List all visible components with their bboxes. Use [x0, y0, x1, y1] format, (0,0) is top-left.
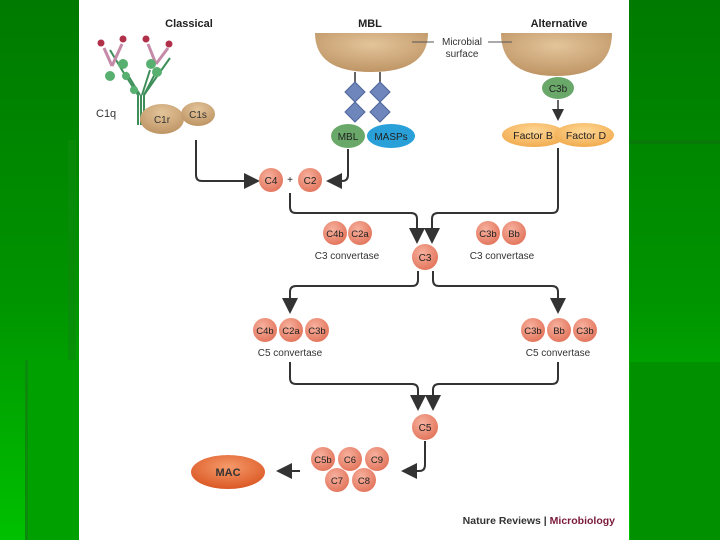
surface-label: surface [446, 49, 479, 60]
c5-node [412, 414, 438, 440]
c5-label: C5 [419, 423, 432, 434]
c5-conv-right-c3b-2: C3b [576, 326, 593, 337]
c1r-node [140, 104, 184, 134]
arrow-c3-c5conv-left [282, 271, 419, 314]
c1r-label: C1r [154, 115, 171, 126]
c7-label: C7 [331, 476, 343, 487]
c4-node [259, 168, 283, 192]
c5-convertase-left [253, 318, 329, 342]
c3-convertase-left-label: C3 convertase [315, 251, 380, 262]
c2-label: C2 [304, 176, 317, 187]
c3-convertase-right-label: C3 convertase [470, 251, 535, 262]
arrow-c5-mac-complex [401, 441, 426, 479]
masps-node [367, 124, 415, 148]
mac-complex [311, 447, 389, 492]
microbial-label: Microbial [442, 37, 482, 48]
credit-section: Microbiology [550, 515, 615, 527]
antibody-icon [102, 43, 170, 67]
mac-label: MAC [215, 467, 240, 479]
mbl-label: MBL [338, 132, 359, 143]
c5-conv-left-c4b: C4b [256, 326, 273, 337]
c3-node [412, 244, 438, 270]
background-block-left [25, 360, 80, 540]
c3-conv-right-c3b: C3b [479, 229, 496, 240]
c6-label: C6 [344, 455, 356, 466]
c8-label: C8 [358, 476, 370, 487]
credit-journal: Nature Reviews [463, 515, 541, 527]
c3-label: C3 [419, 253, 432, 264]
heading-mbl: MBL [358, 18, 382, 30]
c3-convertase-left-part [323, 221, 347, 245]
c3-conv-right-bb: Bb [508, 229, 520, 240]
c5-conv-left-c2a: C2a [282, 326, 300, 337]
c5-conv-right-c3b: C3b [524, 326, 541, 337]
factor-d-label: Factor D [566, 130, 607, 142]
c1q-heads [105, 59, 162, 94]
c5-convertase-right [521, 318, 597, 342]
c3b-node [542, 77, 574, 99]
arrow-mbl-c2 [326, 149, 349, 189]
arrow-c5conv-right-c5 [425, 362, 559, 411]
background-block-right [630, 362, 720, 540]
credit-line: Nature Reviews | Microbiology [463, 515, 615, 527]
plus-label: + [287, 175, 293, 186]
c3-convertase-left-part [348, 221, 372, 245]
masps-label: MASPs [374, 132, 407, 143]
c5-conv-left-c3b: C3b [308, 326, 325, 337]
antigen-dots [97, 35, 173, 48]
microbial-surface-mbl [315, 33, 428, 72]
c1s-node [181, 102, 215, 126]
c3-conv-left-c4b: C4b [326, 229, 343, 240]
factor-d-node [554, 123, 614, 147]
c1s-label: C1s [189, 110, 207, 121]
heading-alternative: Alternative [531, 18, 588, 30]
background-stripe-left [68, 140, 76, 540]
c3-convertase-right-part [476, 221, 500, 245]
mbl-node [331, 124, 365, 148]
c2-node [298, 168, 322, 192]
c5-convertase-left-label: C5 convertase [258, 348, 323, 359]
factor-b-node [502, 123, 566, 147]
heading-classical: Classical [165, 18, 213, 30]
c9-label: C9 [371, 455, 383, 466]
mbl-diamonds-icon [344, 81, 391, 123]
c1q-label: C1q [96, 108, 116, 120]
c4-label: C4 [265, 176, 278, 187]
c3-convertase-right-part [502, 221, 526, 245]
c3b-label: C3b [549, 84, 568, 95]
credit-separator: | [544, 515, 550, 527]
c5-conv-right-bb: Bb [553, 326, 565, 337]
c5-convertase-right-label: C5 convertase [526, 348, 591, 359]
factor-b-label: Factor B [513, 130, 553, 142]
background-stripe-right [630, 140, 720, 144]
arrow-c3-c5conv-right [432, 271, 566, 314]
microbial-surface-alternative [501, 33, 612, 76]
arrow-classical-c4 [195, 140, 260, 189]
mac-node [191, 455, 265, 489]
arrow-factor-c3 [424, 148, 559, 244]
arrow-c4c2-c3 [289, 193, 425, 244]
c5b-label: C5b [314, 455, 331, 466]
c3-conv-left-c2a: C2a [351, 229, 369, 240]
arrow-c5conv-left-c5 [289, 362, 426, 411]
